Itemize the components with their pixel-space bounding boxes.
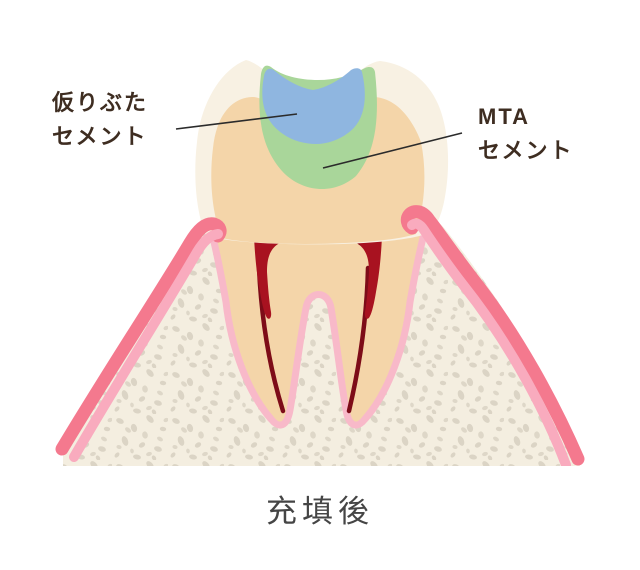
label-mta-cement: MTA セメント	[478, 100, 574, 168]
gum-right-inner	[407, 218, 571, 466]
leader-line-left	[175, 113, 298, 130]
jaw-bone-texture	[63, 219, 580, 466]
leader-line-right	[322, 132, 463, 169]
label-temporary-cement-line2: セメント	[52, 124, 148, 149]
gum-left-inner	[69, 229, 223, 462]
gum-right-outer	[400, 205, 585, 466]
caption: 充填後	[266, 494, 374, 529]
label-mta-cement-line1: MTA	[478, 104, 531, 129]
gum-left-outer	[55, 217, 227, 456]
temporary-cement-filling	[262, 68, 365, 144]
label-mta-cement-line2: セメント	[478, 138, 574, 163]
label-temporary-cement-line1: 仮りぶた	[52, 90, 149, 115]
label-temporary-cement: 仮りぶた セメント	[52, 86, 148, 154]
root-canal-right-line	[346, 265, 371, 414]
